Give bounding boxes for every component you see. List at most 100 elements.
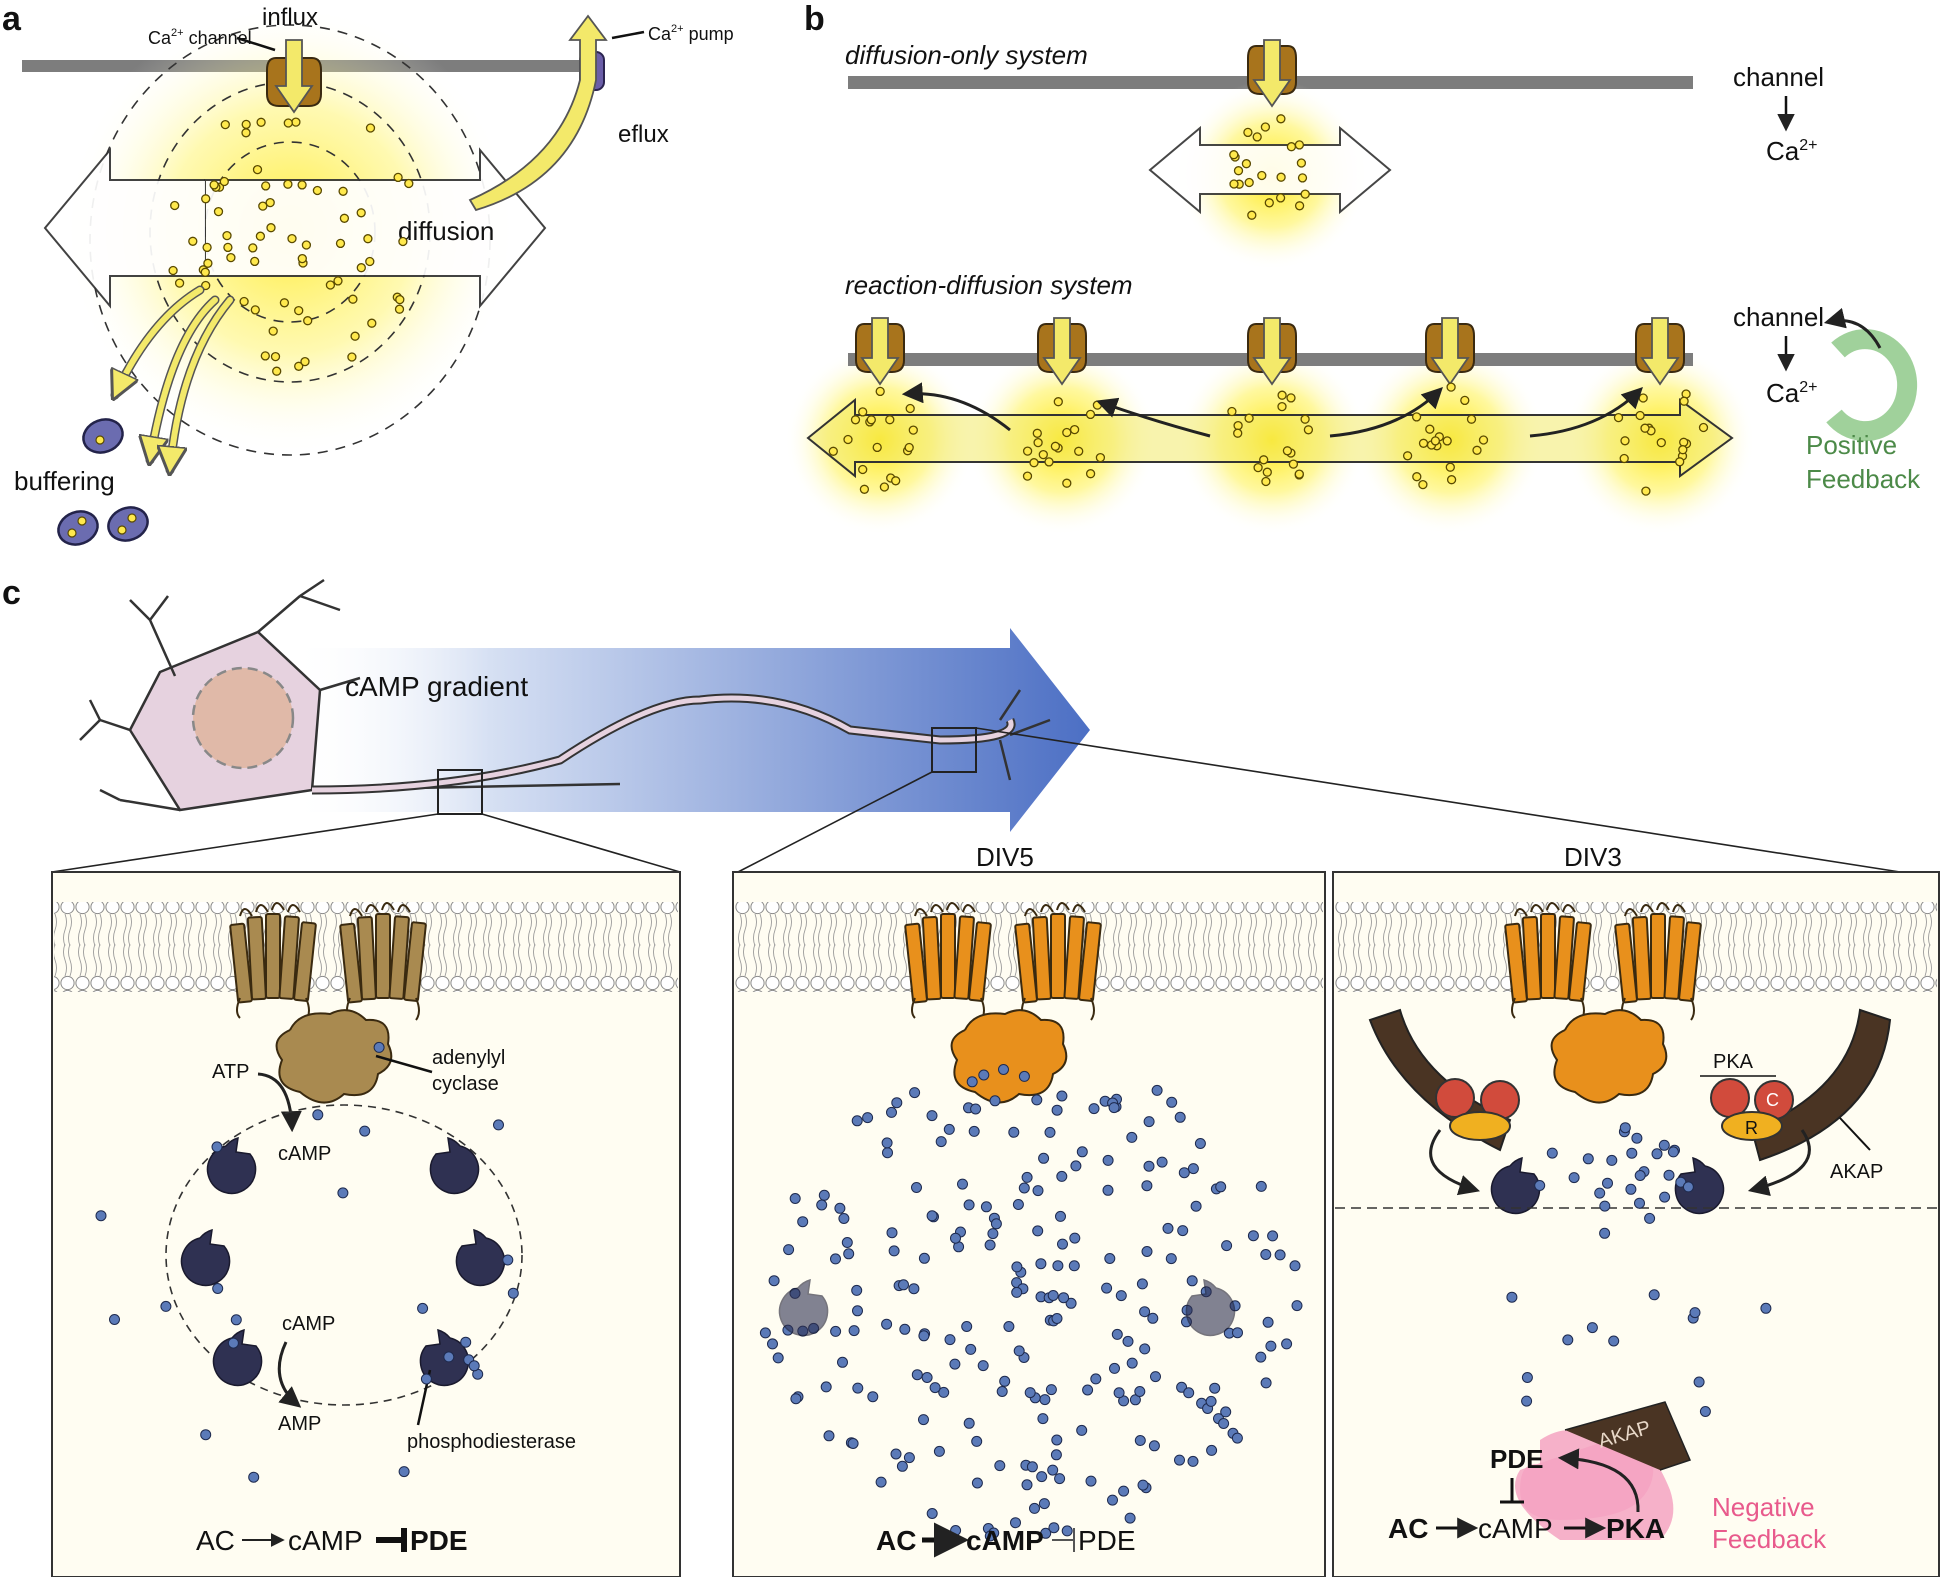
calcium-ion bbox=[1635, 410, 1645, 421]
calcium-ion bbox=[170, 200, 180, 211]
camp-molecule bbox=[918, 1330, 930, 1342]
calcium-ion bbox=[1641, 486, 1651, 496]
adenylyl-label-2: cyclase bbox=[432, 1073, 499, 1095]
calcium-ion bbox=[303, 316, 313, 326]
camp-molecule bbox=[1029, 1502, 1040, 1514]
camp-molecule bbox=[1124, 1512, 1136, 1524]
diffusion-arrow-left bbox=[43, 147, 205, 309]
calcium-ion bbox=[283, 179, 293, 189]
negative-feedback-loop-2 bbox=[1515, 1436, 1674, 1540]
camp-molecule bbox=[1521, 1395, 1533, 1407]
calcium-ion bbox=[168, 265, 178, 276]
camp-molecule bbox=[1174, 1111, 1186, 1123]
camp-molecule bbox=[1076, 1424, 1088, 1436]
calcium-ion bbox=[1032, 428, 1042, 438]
camp-molecule bbox=[1183, 1387, 1195, 1399]
calcium-ion bbox=[339, 213, 350, 223]
camp-molecule bbox=[1699, 1406, 1711, 1417]
calcium-ion bbox=[1074, 446, 1084, 456]
calcium-ion bbox=[1033, 437, 1043, 448]
camp-molecule bbox=[1113, 1387, 1125, 1399]
scheme-bottom-ca: Ca2+ bbox=[1766, 378, 1818, 408]
camp-molecule bbox=[980, 1201, 992, 1213]
camp-molecule bbox=[230, 1314, 242, 1326]
calcium-ion bbox=[1244, 177, 1254, 188]
camp-molecule bbox=[1281, 1338, 1293, 1350]
camp-molecule bbox=[212, 1283, 224, 1294]
calcium-ion bbox=[1229, 150, 1239, 160]
camp-molecule bbox=[359, 1125, 371, 1137]
diffusion-arrow-right bbox=[204, 147, 547, 309]
camp-molecule bbox=[417, 1302, 429, 1314]
camp-molecule bbox=[1521, 1372, 1533, 1383]
calcium-ion bbox=[270, 351, 281, 362]
camp-molecule bbox=[971, 1435, 983, 1447]
camp-molecule bbox=[862, 1112, 874, 1124]
calcium-ion bbox=[1678, 445, 1688, 455]
calcium-ion bbox=[1062, 478, 1072, 488]
camp-molecule bbox=[1111, 1328, 1123, 1340]
camp-molecule bbox=[1051, 1313, 1063, 1324]
camp-molecule bbox=[1651, 1148, 1663, 1160]
calcium-ion bbox=[904, 442, 914, 453]
camp-molecule bbox=[768, 1275, 780, 1287]
camp-molecule bbox=[1568, 1172, 1580, 1184]
camp-molecule bbox=[994, 1460, 1006, 1472]
camp-molecule bbox=[1035, 1258, 1047, 1270]
calcium-ions-b-bottom bbox=[828, 382, 1709, 496]
camp-molecule bbox=[1085, 1475, 1097, 1487]
calcium-ion bbox=[859, 484, 870, 494]
camp-molecule bbox=[420, 1373, 432, 1385]
camp-molecule bbox=[851, 1284, 863, 1296]
camp-molecule bbox=[1260, 1249, 1272, 1260]
camp-molecule bbox=[881, 1137, 893, 1149]
camp-molecule bbox=[1102, 1154, 1114, 1166]
calcium-ion bbox=[248, 243, 258, 253]
calcium-ion bbox=[1062, 427, 1072, 438]
camp-molecule bbox=[875, 1476, 887, 1488]
camp-molecule bbox=[823, 1430, 835, 1442]
box1: adenylyl cyclase ATP cAMP cAMP AMP phosp… bbox=[51, 871, 681, 1577]
positive-feedback-loop bbox=[1826, 329, 1918, 442]
calcium-ion bbox=[1260, 122, 1271, 132]
calcium-ion bbox=[1243, 127, 1253, 138]
camp-molecule bbox=[926, 1110, 938, 1122]
camp-molecule bbox=[966, 1076, 978, 1088]
camp-molecule bbox=[978, 1069, 990, 1081]
panel-b: b diffusion-only system channel Ca2+ rea… bbox=[785, 0, 1921, 535]
camp-molecule bbox=[1021, 1171, 1033, 1183]
calcium-ion bbox=[1418, 479, 1428, 490]
phosphodiesterase-icon bbox=[455, 1228, 506, 1287]
calcium-ion bbox=[1613, 412, 1624, 423]
calcium-ion bbox=[1022, 446, 1033, 456]
calcium-ion bbox=[1446, 475, 1457, 485]
camp-molecule bbox=[1061, 1525, 1073, 1537]
ca-channel-pointer bbox=[236, 36, 276, 52]
camp-molecule bbox=[999, 1375, 1011, 1387]
calcium-ion bbox=[1247, 210, 1257, 220]
camp-molecule bbox=[1070, 1160, 1082, 1172]
calcium-ion bbox=[1294, 469, 1304, 479]
camp-molecule bbox=[1107, 1494, 1118, 1506]
camp-molecule bbox=[1057, 1238, 1068, 1250]
calcium-ion bbox=[365, 123, 376, 133]
calcium-ion bbox=[1303, 425, 1314, 435]
loop-pka-to-pde bbox=[1557, 1448, 1640, 1513]
calcium-ion bbox=[1264, 198, 1274, 208]
calcium-ion bbox=[1472, 445, 1482, 455]
camp-molecule bbox=[852, 1382, 864, 1394]
negative-feedback-label-1: Negative bbox=[1712, 1492, 1815, 1522]
calcium-ion bbox=[325, 280, 336, 290]
panel-a: a diffusion influx Ca2+ channel eflux Ca… bbox=[2, 0, 734, 546]
buffering-arrows-fill bbox=[115, 287, 233, 470]
camp-molecule bbox=[1693, 1376, 1705, 1388]
calcium-ion bbox=[226, 252, 236, 263]
calcium-channel-icon bbox=[1247, 39, 1297, 108]
camp-molecule bbox=[1088, 1103, 1100, 1115]
camp-molecule bbox=[1599, 1227, 1611, 1239]
calcium-ion bbox=[1050, 441, 1061, 451]
camp-molecule bbox=[816, 1199, 828, 1211]
camp-molecule bbox=[1108, 1102, 1120, 1114]
camp-molecule bbox=[1137, 1479, 1149, 1491]
camp-molecule bbox=[1221, 1240, 1233, 1252]
